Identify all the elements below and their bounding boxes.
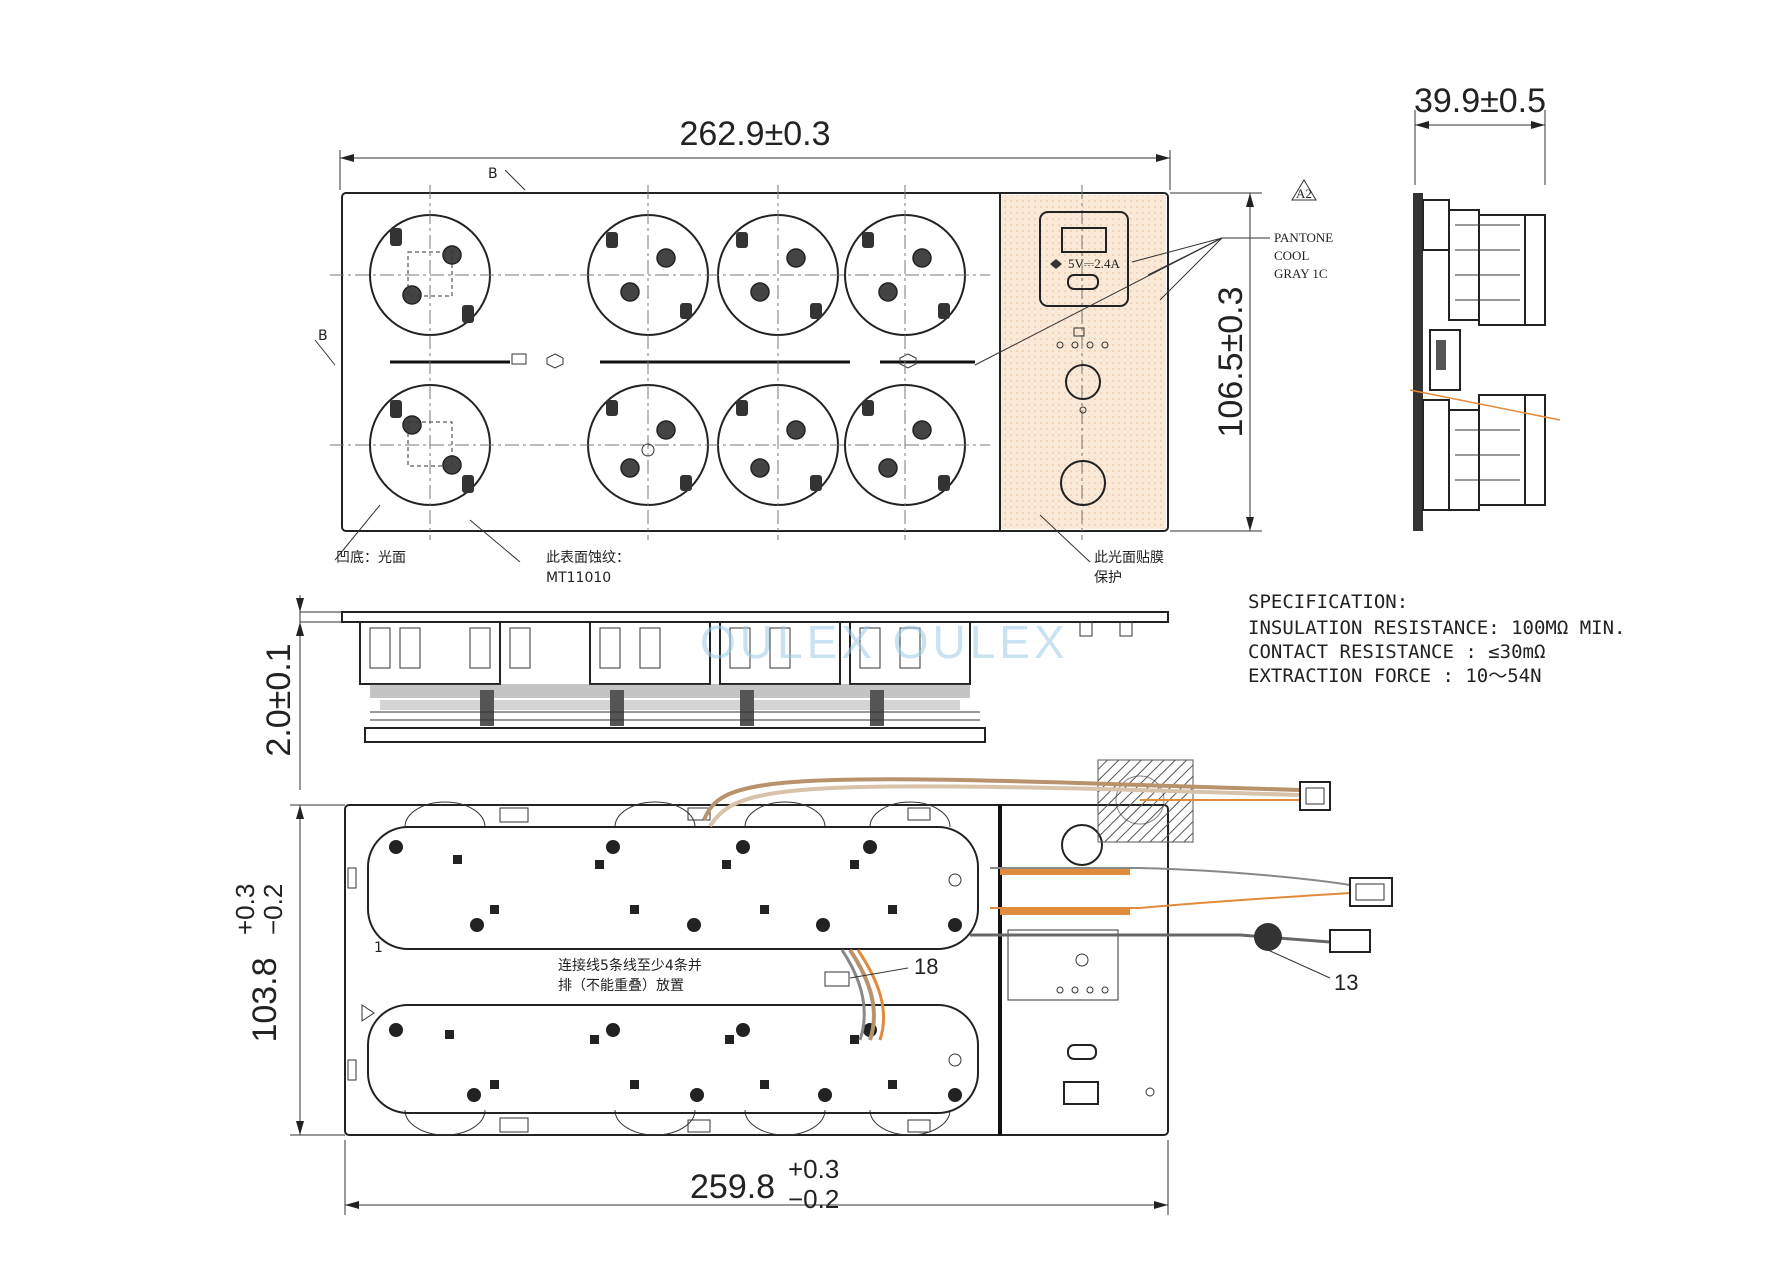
spec-contact: CONTACT RESISTANCE : ≤30mΩ [1248, 641, 1545, 663]
note-texture-line2: MT11010 [546, 570, 611, 586]
usb-rating-label: 5V⎓2.4A [1068, 256, 1121, 271]
note-film-line1: 此光面贴膜 [1094, 550, 1164, 566]
dim-bottom-width-main: 259.8 [690, 1168, 775, 1206]
pantone-line1: PANTONE [1274, 230, 1333, 245]
callout-wire-clip: 18 [914, 954, 938, 979]
watermark: OULEX OULEX [700, 616, 1069, 668]
side-view: 39.9±0.5 [1409, 82, 1561, 531]
note-recess: 凹底：光面 [336, 550, 406, 566]
note-texture-line1: 此表面蚀纹： [546, 550, 630, 566]
note-film-line2: 保护 [1094, 570, 1122, 586]
dim-bottom-height-lower: −0.2 [258, 884, 288, 935]
dim-bottom-width-lower: −0.2 [788, 1184, 839, 1214]
section-mark-top: B [488, 166, 498, 182]
top-view: 262.9±0.3 [314, 115, 1333, 586]
bottom-view: 103.8 +0.3 −0.2 259.8 +0.3 −0.2 [230, 759, 1393, 1215]
callout-ferrite: 13 [1334, 970, 1358, 995]
spec-extraction: EXTRACTION FORCE : 10～54N [1248, 665, 1542, 687]
dim-bottom-height-upper: +0.3 [230, 884, 260, 935]
dim-bottom-height-main: 103.8 [246, 957, 284, 1042]
spec-insulation: INSULATION RESISTANCE: 100MΩ MIN. [1248, 617, 1626, 639]
dim-top-height: 106.5±0.3 [1212, 286, 1250, 437]
dim-top-width: 262.9±0.3 [679, 115, 830, 153]
front-view: 2.0±0.1 OULEX OULE [260, 595, 1169, 790]
dim-side-depth: 39.9±0.5 [1414, 82, 1546, 120]
pantone-line3: GRAY 1C [1274, 266, 1328, 281]
section-mark-left: B [318, 328, 328, 344]
wire-note-line2: 排（不能重叠）放置 [558, 978, 684, 994]
wire-note-line1: 连接线5条线至少4条并 [558, 957, 702, 974]
specification-block: SPECIFICATION: INSULATION RESISTANCE: 10… [1248, 591, 1626, 687]
spec-heading: SPECIFICATION: [1248, 591, 1408, 613]
row-mark: 1 [374, 940, 383, 956]
dim-bottom-width-upper: +0.3 [788, 1154, 839, 1184]
dim-front-thickness: 2.0±0.1 [260, 643, 298, 756]
pantone-badge: A2 [1296, 186, 1312, 201]
pantone-line2: COOL [1274, 248, 1309, 263]
